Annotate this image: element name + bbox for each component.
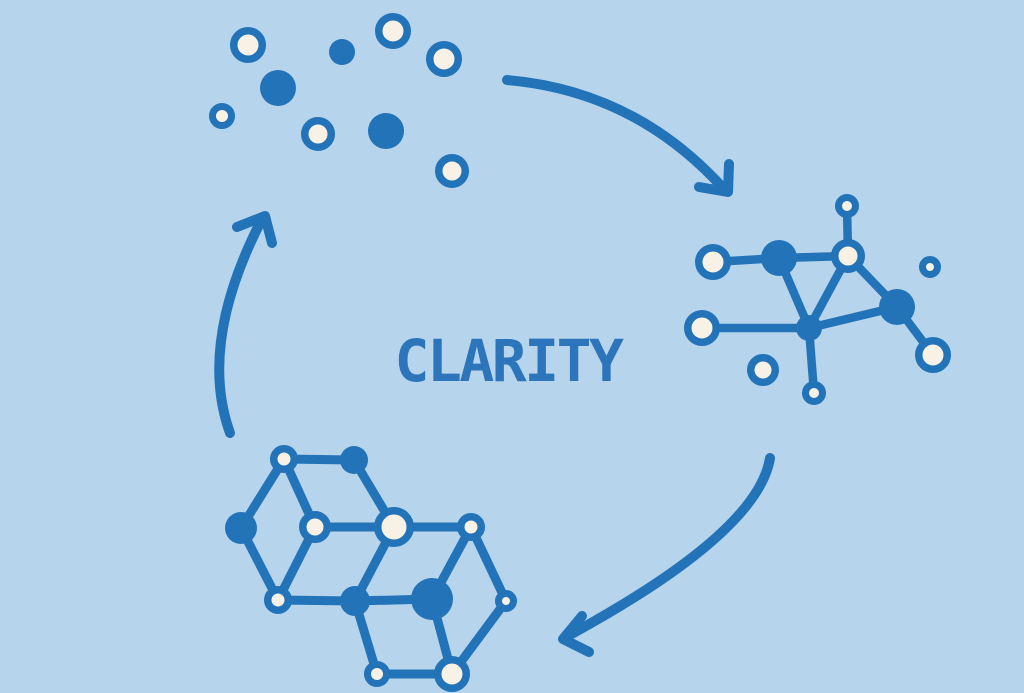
network-graph-cluster-node-ring (747, 354, 779, 386)
structured-lattice-cluster-node-solid (340, 586, 370, 616)
network-graph-cluster-node-solid (796, 315, 822, 341)
network-graph-cluster (684, 194, 951, 405)
structured-lattice-cluster-node-ring (270, 445, 298, 473)
network-graph-cluster-node-ring (835, 194, 859, 218)
unorganized-dots-cluster-node-solid (329, 39, 355, 65)
network-graph-cluster-node-solid (761, 240, 797, 276)
arrow-lattice-to-dots (214, 211, 277, 438)
arrow-dots-to-network (502, 75, 734, 197)
structured-lattice-cluster-node-ring (457, 513, 485, 541)
arrow-network-to-lattice-head (558, 611, 594, 657)
unorganized-dots-cluster-node-ring (209, 103, 235, 129)
unorganized-dots-cluster-node-ring (375, 13, 411, 49)
structured-lattice-cluster-node-solid (340, 446, 368, 474)
arrow-dots-to-network-shaft (502, 75, 728, 193)
center-title: CLARITY (395, 327, 625, 395)
structured-lattice-cluster-node-ring (364, 661, 390, 687)
arrow-network-to-lattice-shaft (561, 453, 775, 642)
network-graph-cluster-node-ring (915, 337, 951, 373)
arrow-dots-to-network-head (694, 159, 734, 197)
unorganized-dots-cluster-node-ring (301, 117, 335, 151)
unorganized-dots-cluster (209, 13, 469, 188)
arrow-lattice-to-dots-head (232, 211, 277, 248)
unorganized-dots-cluster-node-ring (426, 41, 462, 77)
arrow-network-to-lattice (558, 453, 775, 657)
structured-lattice-cluster-node-solid (225, 512, 257, 544)
structured-lattice-cluster-node-solid (411, 578, 453, 620)
unorganized-dots-cluster-node-ring (230, 27, 266, 63)
structured-lattice-cluster (225, 445, 517, 692)
structured-lattice-cluster-node-ring (264, 586, 292, 614)
network-graph-cluster-node-ring (695, 244, 731, 280)
structured-lattice-cluster-node-ring (299, 511, 331, 543)
network-graph-cluster-node-ring (831, 239, 865, 273)
unorganized-dots-cluster-node-solid (368, 113, 404, 149)
network-graph-cluster-node-ring (684, 310, 720, 346)
structured-lattice-cluster-node-ring (495, 590, 517, 612)
network-graph-cluster-node-solid (879, 289, 915, 325)
network-graph-cluster-node-ring (802, 381, 826, 405)
structured-lattice-cluster-node-ring (434, 656, 470, 692)
network-graph-cluster-node-ring (919, 256, 941, 278)
arrow-lattice-to-dots-shaft (214, 216, 266, 438)
unorganized-dots-cluster-node-solid (260, 70, 296, 106)
unorganized-dots-cluster-node-ring (435, 154, 469, 188)
structured-lattice-cluster-node-ring (374, 507, 414, 547)
